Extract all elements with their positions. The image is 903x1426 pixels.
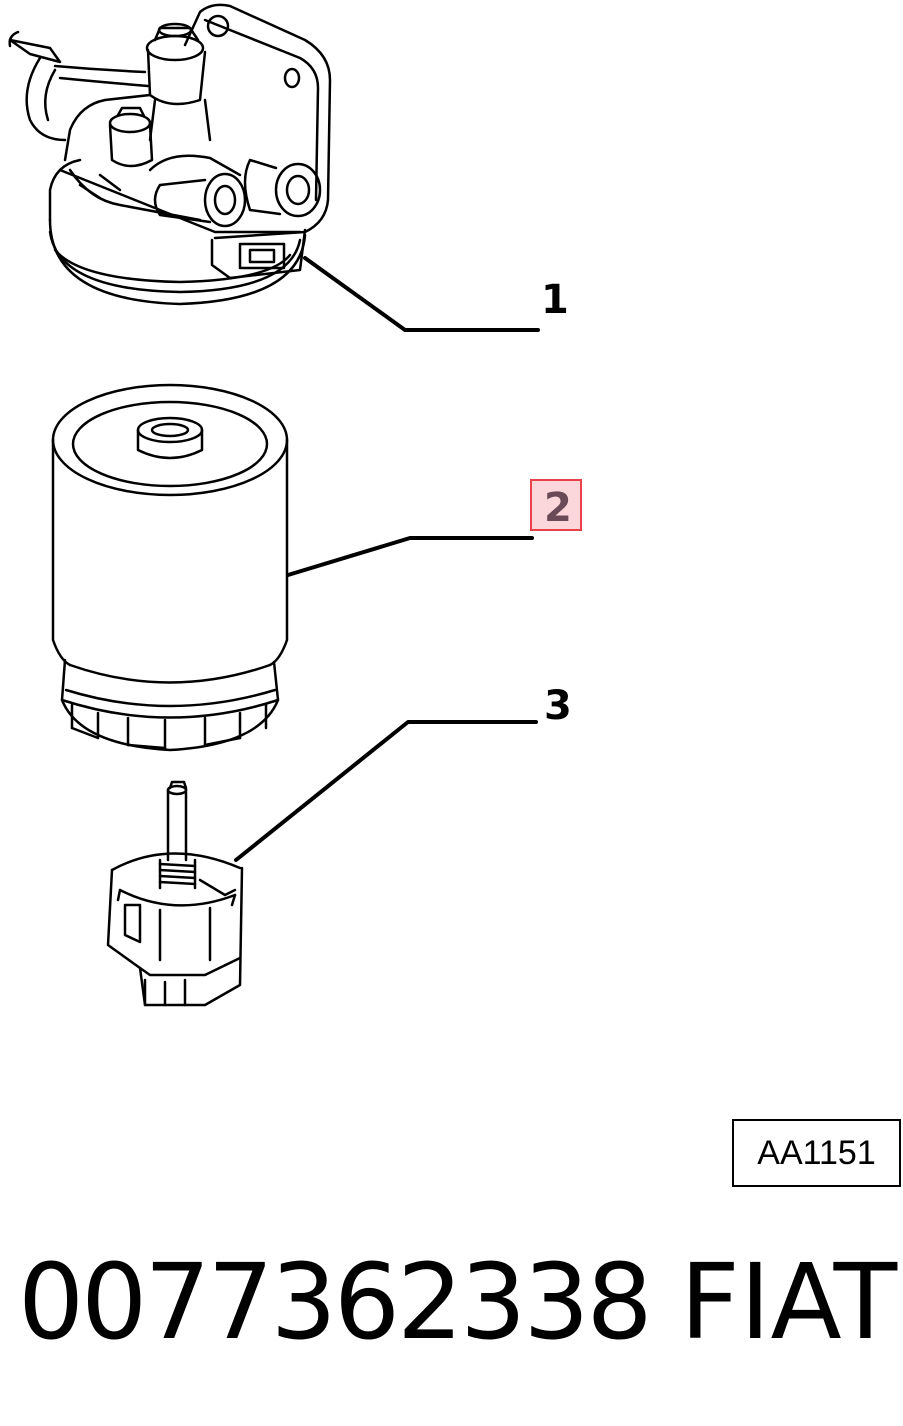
reference-code-box: AA1151 <box>732 1119 901 1187</box>
filter-head-housing <box>8 3 332 306</box>
water-sensor-drain <box>106 780 244 1007</box>
callout-2[interactable]: 2 <box>544 485 572 531</box>
part-number: 0077362338 <box>18 1241 653 1363</box>
leader-line-2 <box>286 536 534 577</box>
callout-3[interactable]: 3 <box>544 683 572 729</box>
callout-1[interactable]: 1 <box>541 277 569 323</box>
leader-line-1 <box>303 256 540 332</box>
brand-name: FIAT <box>680 1241 898 1363</box>
leader-line-3 <box>234 720 538 862</box>
reference-code: AA1151 <box>757 1133 876 1172</box>
fuel-filter-cartridge <box>51 383 289 752</box>
callout-2-highlight <box>530 479 582 531</box>
